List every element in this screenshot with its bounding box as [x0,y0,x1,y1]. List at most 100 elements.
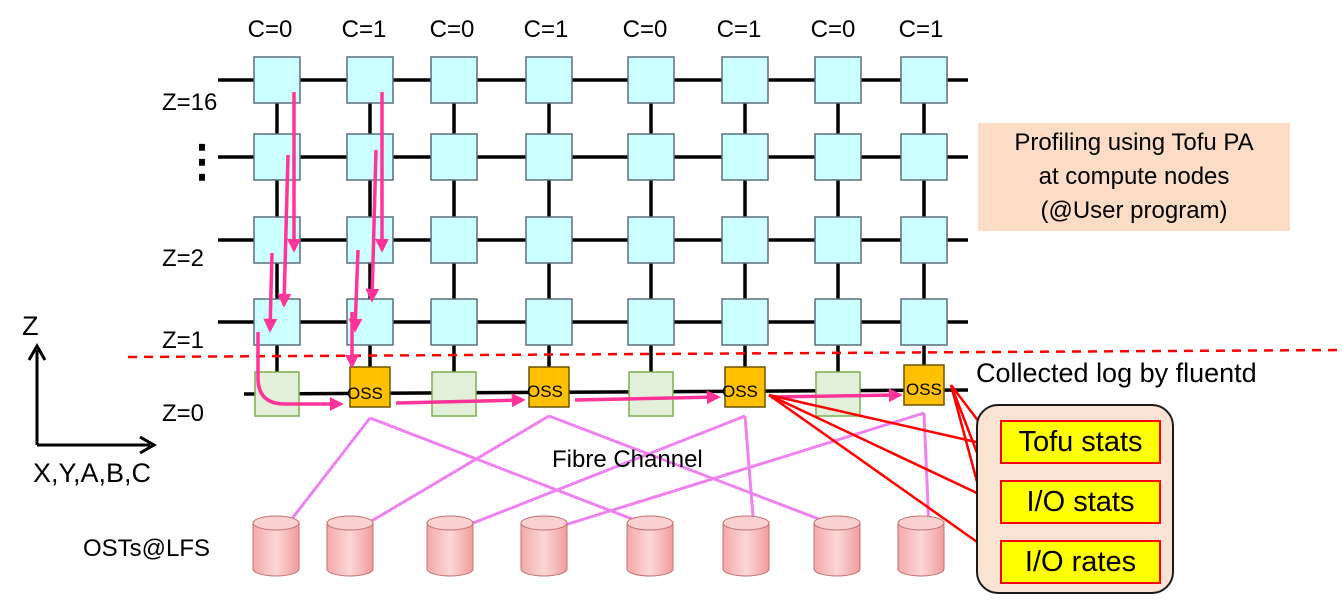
ost-disk-top [897,515,945,531]
node-grid [253,56,948,417]
ost-disk-top [520,515,568,531]
ost-disk [520,515,568,577]
ost-disks [252,515,945,577]
fibre-channel-link [457,414,746,531]
compute-node [900,216,948,264]
ost-disk-body [626,522,674,577]
fibre-channel-link [548,414,846,531]
ost-disk [897,515,945,577]
ost-disk-top [426,515,474,531]
profiling-line: (@User program) [1040,197,1228,224]
ost-disk-top [326,515,374,531]
oss-node [724,366,766,408]
compute-node [721,133,769,181]
ost-disk [252,515,300,577]
compute-node [253,298,301,346]
ost-disk [326,515,374,577]
oss-node [903,364,945,406]
axis-label-xyabc: X,Y,A,B,C [33,458,152,488]
compute-node [430,56,478,104]
ost-disk [722,515,770,577]
compute-node [814,56,862,104]
compute-node [346,133,394,181]
ost-disk-body [722,522,770,577]
compute-node [900,133,948,181]
log-arrow [768,393,1000,558]
compute-node [430,216,478,264]
ost-disk [426,515,474,577]
oss-label: OSS [527,382,563,401]
io-node [431,371,477,417]
node-divider-line [127,348,1341,359]
axis-indicator [27,342,158,455]
compute-node [525,133,573,181]
compute-node [430,298,478,346]
ost-disk-body [520,522,568,577]
column-label-c: C=1 [716,16,762,43]
data-flow-arrows [256,92,1002,559]
column-label-c: C=1 [898,16,944,43]
ost-disk-body [326,522,374,577]
data-flow-arrow [365,149,380,303]
data-flow-arrow [277,154,292,308]
oss-node [349,366,391,408]
profiling-line: Profiling using Tofu PA [1014,129,1254,156]
ost-disk [813,515,861,577]
compute-node [721,298,769,346]
data-flow-arrow [256,332,344,411]
compute-node [430,133,478,181]
data-flow-arrow [263,252,278,333]
data-flow-arrow [348,249,363,333]
ost-disk [626,515,674,577]
compute-node [721,216,769,264]
ost-label: OSTs@LFS [83,535,211,562]
ost-disk-body [252,522,300,577]
row-label-z1: Z=1 [162,327,205,354]
compute-node [900,298,948,346]
fibre-channel-link [357,414,550,531]
tofu-stats-box: Tofu stats [1000,420,1161,464]
compute-node [525,216,573,264]
profiling-note: Profiling using Tofu PA at compute nodes… [978,123,1290,231]
compute-node [627,216,675,264]
ost-disk-top [813,515,861,531]
compute-node [814,298,862,346]
column-label-c: C=1 [523,16,569,43]
ost-disk-top [252,515,300,531]
io-stats-box: I/O stats [1000,480,1161,524]
compute-node [525,56,573,104]
oss-node [528,366,570,408]
data-flow-arrow [574,390,721,405]
io-node [628,371,674,417]
io-rates-box: I/O rates [1000,540,1161,584]
ost-disk-body [897,522,945,577]
fibre-channel-link [743,415,756,530]
column-label-c: C=1 [341,16,387,43]
data-flow-arrow [770,388,903,403]
profiling-line: at compute nodes [1038,163,1230,190]
fibre-channel-link [551,411,925,531]
compute-node [814,216,862,264]
row-label-z0: Z=0 [162,400,205,427]
ost-disk-top [722,515,770,531]
row-label-z2: Z=2 [162,245,205,272]
axis-arrowhead-right [139,435,158,455]
collected-log-label: Collected log by fluentd [976,358,1257,388]
ost-disk-top [626,515,674,531]
column-label-c: C=0 [810,16,856,43]
axis-arrowhead-up [27,342,47,361]
fibre-channel-link [922,412,931,530]
ost-disk-body [813,522,861,577]
fibre-channel-links [282,411,931,531]
row-label-z16: Z=16 [162,89,218,116]
column-label-c: C=0 [247,16,293,43]
column-label-c: C=0 [429,16,475,43]
compute-node [346,216,394,264]
compute-node [814,133,862,181]
log-arrow [768,393,1001,452]
fibre-channel-label: Fibre Channel [552,446,703,473]
oss-label: OSS [722,382,758,401]
compute-node [627,298,675,346]
oss-label: OSS [906,380,942,399]
